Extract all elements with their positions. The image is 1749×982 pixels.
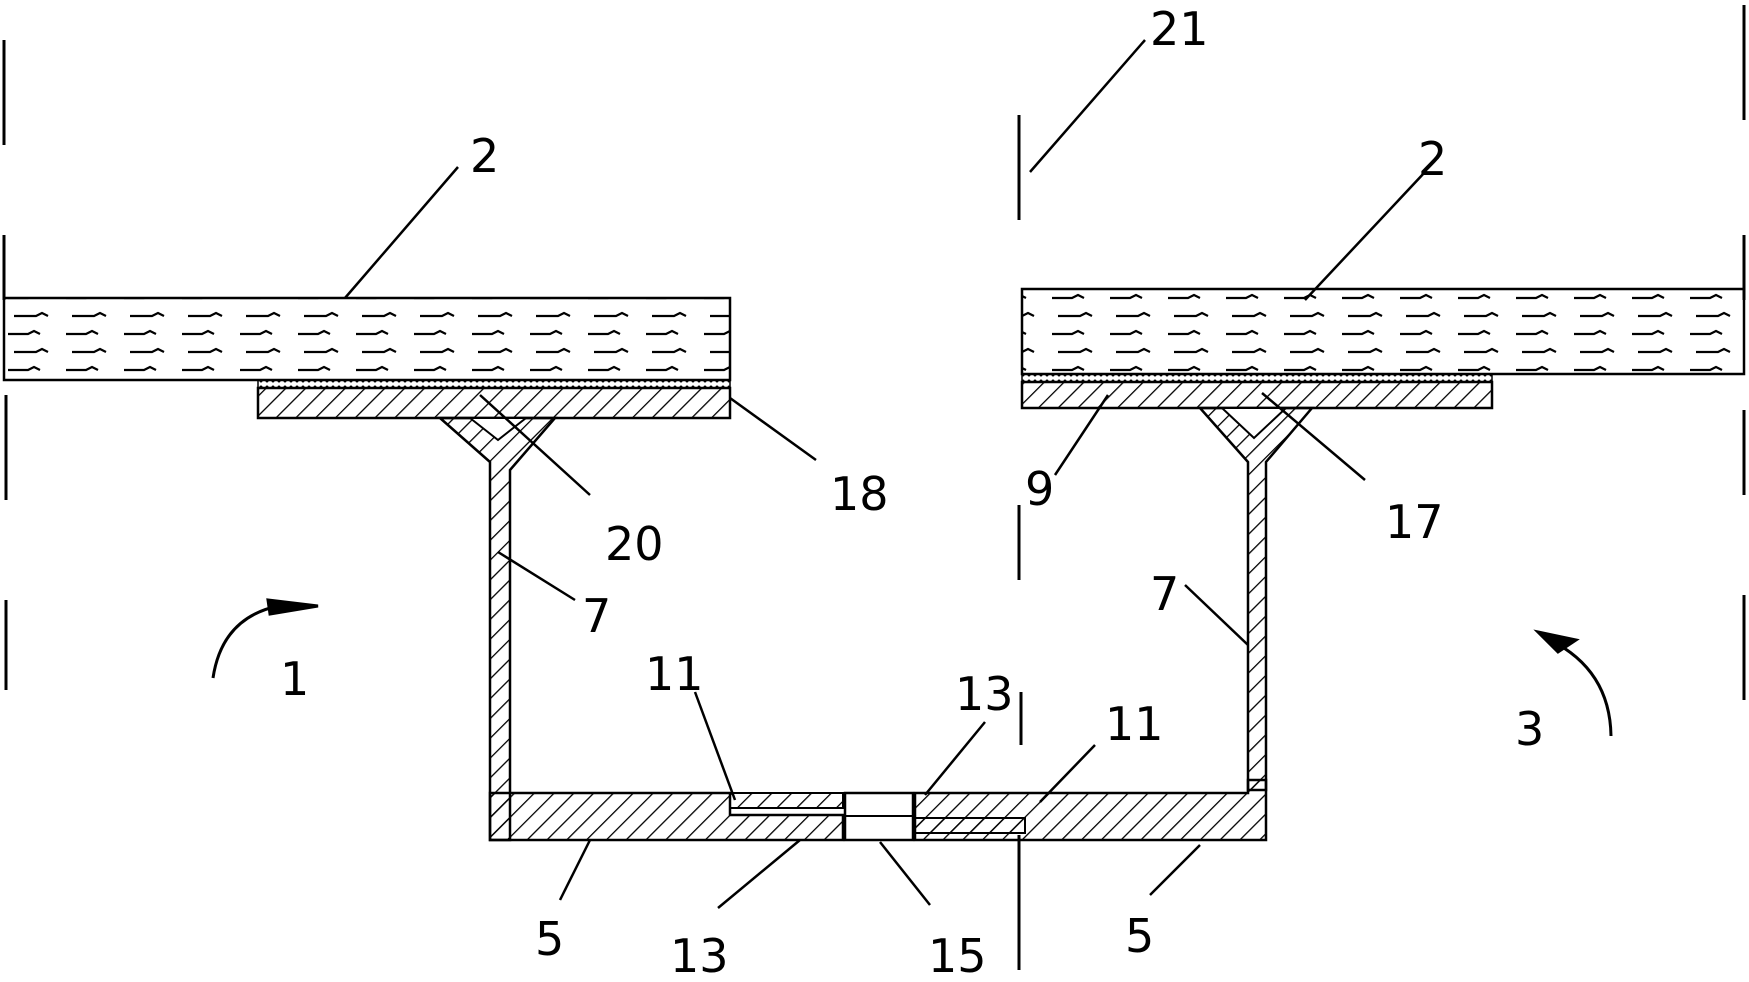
label-18: 18 (830, 467, 889, 521)
label-7-right: 7 (1150, 567, 1179, 621)
label-21: 21 (1150, 2, 1209, 56)
left-flange (258, 388, 730, 418)
left-bottom-overlap (730, 793, 843, 808)
right-panel-insulation (1022, 289, 1744, 374)
right-web (1200, 408, 1312, 790)
label-2-right: 2 (1418, 132, 1447, 186)
label-1: 1 (280, 652, 309, 706)
label-20: 20 (605, 517, 664, 571)
right-flange (1022, 382, 1492, 408)
label-11-right: 11 (1105, 697, 1164, 751)
label-17: 17 (1385, 495, 1444, 549)
label-15: 15 (928, 929, 987, 977)
label-2-left: 2 (470, 129, 499, 183)
label-3: 3 (1515, 702, 1544, 756)
label-13-top: 13 (955, 667, 1014, 721)
center-axis-line (1019, 115, 1021, 970)
label-11-left: 11 (645, 647, 704, 701)
label-5-left: 5 (535, 912, 564, 966)
label-5-right: 5 (1125, 909, 1154, 963)
left-web (440, 418, 555, 840)
label-7-left: 7 (582, 589, 611, 643)
right-bottom-overlap (915, 818, 1025, 833)
rotation-arrow-right (1538, 632, 1611, 736)
left-panel-insulation (4, 298, 730, 380)
label-9: 9 (1025, 462, 1054, 516)
label-13-bottom: 13 (670, 929, 729, 977)
